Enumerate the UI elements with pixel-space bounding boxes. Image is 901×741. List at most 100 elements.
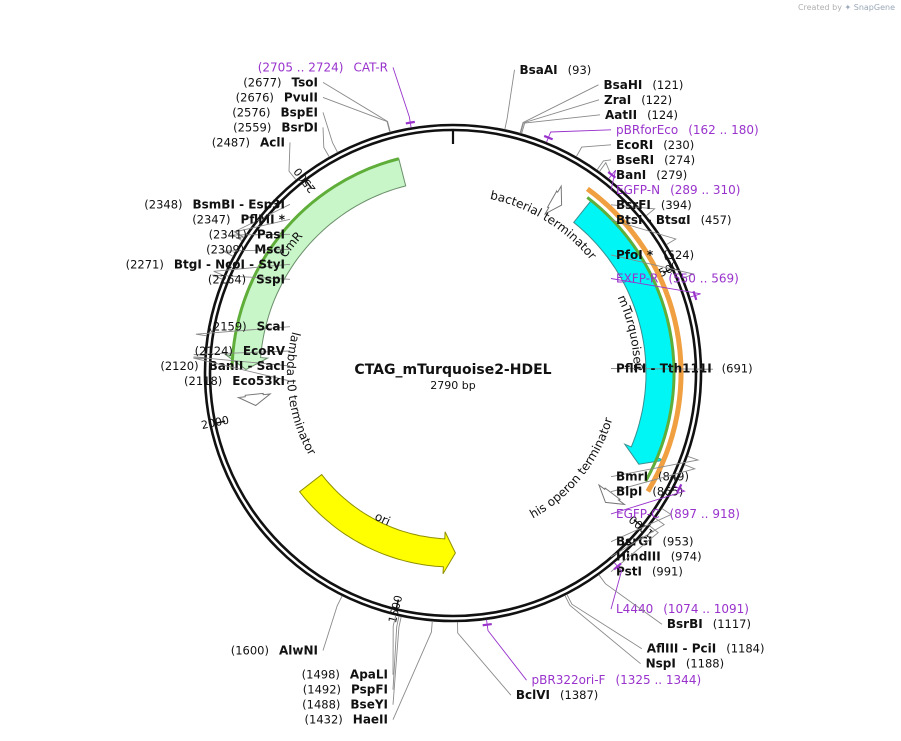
label-text: EGFP-C(897 .. 918)	[616, 507, 740, 521]
leader-line	[564, 595, 641, 665]
label-name: BsrBI	[667, 617, 703, 631]
leader-line	[610, 562, 622, 610]
label-text: BclVI(1387)	[516, 688, 598, 702]
site-bsahi: BsaHI(121)	[519, 78, 684, 134]
site-scai: (2159) ScaI	[195, 320, 291, 337]
leader-line	[213, 263, 291, 277]
label-text: EXFP-R(550 .. 569)	[616, 272, 739, 286]
leader-line	[610, 485, 686, 515]
feature-arrow-lambda-t0-terminator	[236, 392, 272, 407]
leader-line	[212, 274, 291, 280]
site-haeii: (1432)HaeII	[305, 621, 433, 727]
leader-line	[520, 99, 600, 134]
label-text: EGFP-N(289 .. 310)	[616, 183, 741, 197]
site-pvuii: (2676)PvuII	[236, 90, 391, 133]
label-text: PflFI - Tth111I(691)	[616, 361, 753, 375]
label-name: AatII	[605, 108, 637, 122]
feature-ori: ori	[298, 473, 456, 575]
label-position: (953)	[663, 535, 694, 549]
leader-line	[392, 616, 400, 690]
label-name: PflMI *	[240, 212, 285, 226]
label-position: (1117)	[713, 617, 751, 631]
label-position: (279)	[656, 168, 687, 182]
site-zrai: ZraI(122)	[520, 93, 672, 134]
label-position: (2676)	[236, 90, 274, 104]
label-text: L4440(1074 .. 1091)	[616, 602, 749, 616]
site-btgi-ncoi-styi: (2271)BtgI - NcoI - StyI	[126, 257, 291, 277]
label-name: AlwNI	[279, 644, 318, 658]
label-text: pBR322ori-F(1325 .. 1344)	[532, 673, 702, 687]
label-name: pBR322ori-F	[532, 673, 606, 687]
leader-line	[610, 278, 701, 298]
site-bmri: BmrI(849)	[610, 455, 700, 484]
site-aatii: AatII(124)	[521, 108, 678, 134]
label-name: BseYI	[350, 698, 388, 712]
leader-line	[504, 69, 515, 130]
leader-line	[193, 356, 291, 367]
site-bseri: BseRI(274)	[596, 153, 695, 171]
label-text: HindIII(974)	[616, 550, 702, 564]
label-name: EXFP-R	[616, 272, 658, 286]
label-name: AflIII - PciI	[647, 642, 716, 656]
leader-line	[610, 508, 673, 543]
label-position: (2124)	[195, 344, 233, 358]
label-position: (2576)	[232, 105, 270, 119]
label-text: BmrI(849)	[616, 470, 689, 484]
label-position: (865)	[652, 485, 683, 499]
primer-cat-r: (2705 .. 2724)CAT-R	[258, 60, 415, 128]
leader-line	[596, 159, 612, 171]
tick-mark-1500	[395, 599, 400, 609]
label-position: (2271)	[126, 257, 164, 271]
label-name: BsaHI	[604, 78, 643, 92]
label-name: MscI	[254, 242, 285, 256]
leader-line	[598, 574, 663, 625]
site-ecorv: (2124)EcoRV	[193, 344, 291, 358]
label-name: BseRI	[616, 153, 654, 167]
leader-line	[392, 621, 433, 720]
label-text: BsaHI(121)	[604, 78, 684, 92]
feature-bacterial-terminator: bacterial terminator	[489, 184, 599, 262]
label-text: AflIII - PciI(1184)	[647, 642, 765, 656]
site-hindiii: HindIII(974)	[610, 517, 702, 564]
leader-line	[599, 161, 612, 175]
label-position: (1074 .. 1091)	[663, 602, 749, 616]
leader-line	[610, 219, 677, 245]
label-position: (691)	[722, 361, 753, 375]
label-name: PfoI *	[616, 248, 654, 262]
feature-label-ori: ori	[373, 509, 393, 528]
label-name: BspEI	[280, 105, 318, 119]
label-text: (1600)AlwNI	[231, 644, 318, 658]
site-eco53ki: (2118)Eco53kI	[184, 357, 291, 388]
label-text: (2347) PflMI *	[192, 212, 286, 226]
feature-label-text: lambda t0 terminator	[284, 331, 319, 458]
credit-prefix: Created by	[797, 3, 842, 12]
label-text: BseRI(274)	[616, 153, 695, 167]
label-text: ZraI(122)	[604, 93, 672, 107]
label-name: CAT-R	[353, 60, 388, 74]
site-nspi: NspI(1188)	[564, 595, 725, 671]
label-text: (2120)BanII - SacI	[160, 359, 285, 373]
site-afliii-pcii: AflIII - PciI(1184)	[566, 594, 765, 656]
label-position: (849)	[658, 470, 689, 484]
label-position: (2347)	[192, 212, 230, 226]
backbone-outer-strand	[203, 123, 703, 623]
label-text: BanI (279)	[616, 168, 687, 182]
feature-his-operon-terminator: his operon terminator	[527, 416, 627, 521]
label-text: (2576) BspEI	[232, 105, 318, 119]
label-name: NspI	[646, 657, 676, 671]
leader-line	[322, 82, 391, 133]
label-position: (2159)	[208, 320, 246, 334]
label-name: BanI	[616, 168, 646, 182]
orf-highlight-orange	[585, 186, 684, 493]
snapgene-logo-icon: ✦	[844, 3, 852, 12]
label-name: ScaI	[257, 320, 285, 334]
label-position: (230)	[663, 138, 694, 152]
label-text: NspI(1188)	[646, 657, 725, 671]
label-position: (2264)	[208, 272, 246, 286]
label-name: BtsI - BtsαI	[616, 213, 691, 227]
primer-egfp-n: EGFP-N(289 .. 310)	[607, 169, 741, 197]
label-name: PstI	[616, 565, 642, 579]
leader-line	[610, 464, 697, 493]
site-bsrfi: BsrFI(394)	[610, 198, 692, 217]
site-bsrdi: (2559)BsrDI	[233, 120, 330, 158]
